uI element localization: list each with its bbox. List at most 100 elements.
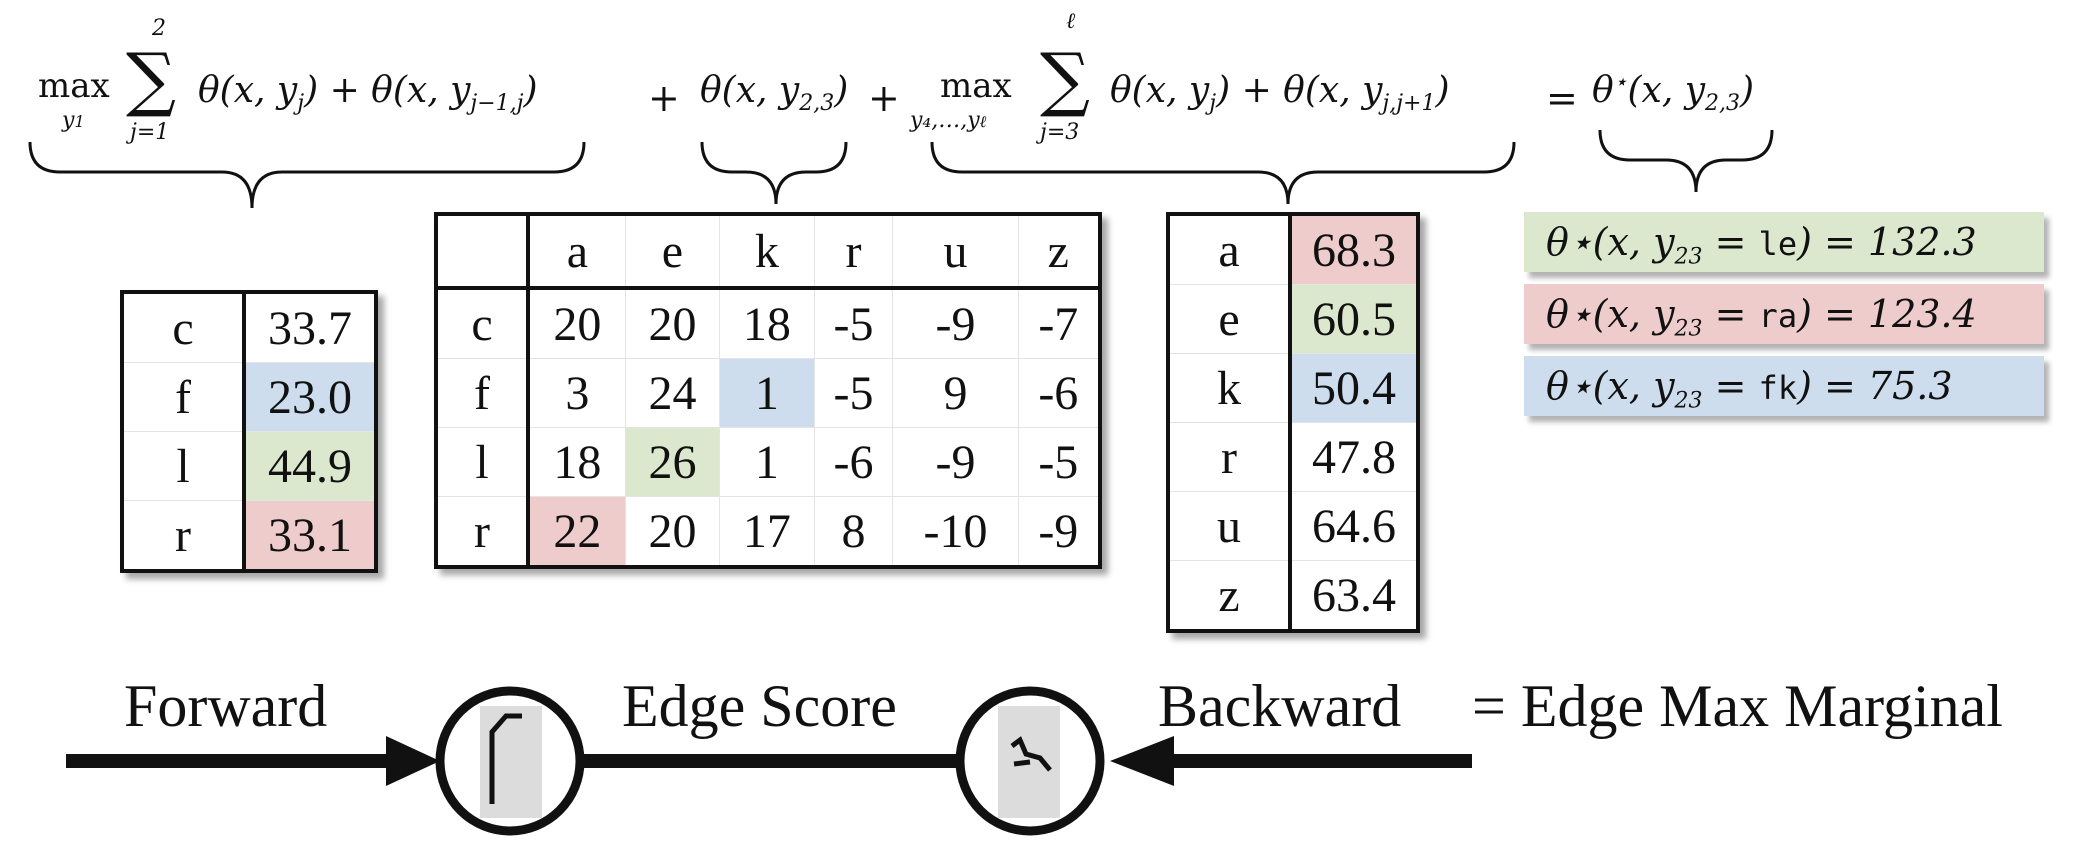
edge-score-cell: -9 [892,287,1019,359]
column-header: e [624,213,721,290]
edge-score-cell: -5 [1017,427,1101,497]
equals-operator: = [1546,76,1578,120]
edge-score-cell: -6 [813,427,894,497]
corner-cell [436,214,530,290]
edge-score-cell: 24 [624,358,721,428]
column-header: k [719,213,815,290]
brace-result [1598,129,1774,193]
row-label: f [435,358,530,428]
backward-arrow-head [1110,736,1174,786]
edge-score-cell: 1 [719,358,815,428]
glyph-k-stroke [1010,736,1052,772]
max-marginal-result: θ⋆(x, y23 = ra) = 123.4 [1524,284,2044,344]
edge-score-cell: 20 [527,287,626,359]
edge-score-label: Edge Score [622,673,897,739]
backward-arrow-shaft [1164,754,1472,768]
backward-score-cell: 60.5 [1289,284,1419,354]
max-subscript: y₄,…,yℓ [910,108,987,133]
column-header: z [1017,213,1101,290]
edge-score-cell: 3 [527,358,626,428]
max-marginal-formula: max y1 2 ∑ j=1 θ(x, yj) + θ(x, yj−1,j) +… [0,9,2077,154]
edge-connector [580,754,960,768]
forward-score-cell: 23.0 [243,362,377,432]
max-subscript: y1 [62,108,85,133]
plus-operator: + [648,76,680,120]
backward-term-expression: θ(x, yj) + θ(x, yj,j+1) [1110,70,1450,117]
edge-score-cell: 8 [813,496,894,568]
row-label: r [1167,422,1292,492]
backward-score-cell: 63.4 [1289,560,1419,632]
forward-glyph-node [435,686,585,836]
row-label: e [1167,284,1292,354]
row-label: l [121,431,246,501]
row-label: l [435,427,530,497]
row-label: c [121,291,246,363]
edge-score-cell: -7 [1017,287,1101,359]
max-marginal-result: θ⋆(x, y23 = le) = 132.3 [1524,212,2044,272]
sum-symbol: ∑ [1040,38,1090,120]
brace-backward [930,141,1516,205]
edge-score-cell: -9 [1017,496,1101,568]
message-flow-diagram [66,686,1472,836]
edge-score-cell: 20 [624,287,721,359]
row-label: u [1167,491,1292,561]
sum-upper-limit: ℓ [1066,9,1076,34]
edge-score-cell: -5 [813,358,894,428]
forward-score-cell: 44.9 [243,431,377,501]
backward-score-cell: 68.3 [1289,213,1419,285]
forward-score-cell: 33.1 [243,500,377,572]
row-label: r [435,496,530,568]
row-label: c [435,287,530,359]
glyph-l-stroke [489,713,522,804]
edge-score-cell: 9 [892,358,1019,428]
column-header: a [527,213,626,290]
edge-score-cell: 1 [719,427,815,497]
edge-score-cell: -5 [813,287,894,359]
column-header: r [813,213,894,290]
sum-lower-limit: j=1 [130,120,170,145]
row-label: z [1167,560,1292,632]
plus-operator: + [868,76,900,120]
result-expression: θ⋆(x, y2,3) [1592,70,1755,117]
column-header: u [892,213,1019,290]
max-operator: max [38,66,110,106]
row-label: r [121,500,246,572]
edge-score-cell: 17 [719,496,815,568]
sum-upper-limit: 2 [152,16,166,41]
backward-label: Backward [1158,673,1402,739]
edge-score-cell: -9 [892,427,1019,497]
row-label: a [1167,213,1292,285]
underbraces [28,129,1774,209]
row-label: k [1167,353,1292,423]
backward-score-cell: 50.4 [1289,353,1419,423]
max-marginal-result: θ⋆(x, y23 = fk) = 75.3 [1524,356,2044,416]
forward-term-expression: θ(x, yj) + θ(x, yj−1,j) [198,70,538,117]
sum-lower-limit: j=3 [1040,120,1080,145]
backward-glyph-node [955,686,1105,836]
sum-symbol: ∑ [126,38,176,120]
forward-score-cell: 33.7 [243,291,377,363]
edge-score-cell: 18 [719,287,815,359]
edge-score-cell: 26 [624,427,721,497]
edge-score-cell: -10 [892,496,1019,568]
edge-max-marginal-label: = Edge Max Marginal [1472,673,2003,739]
brace-forward [28,141,586,209]
brace-edge [700,141,848,205]
